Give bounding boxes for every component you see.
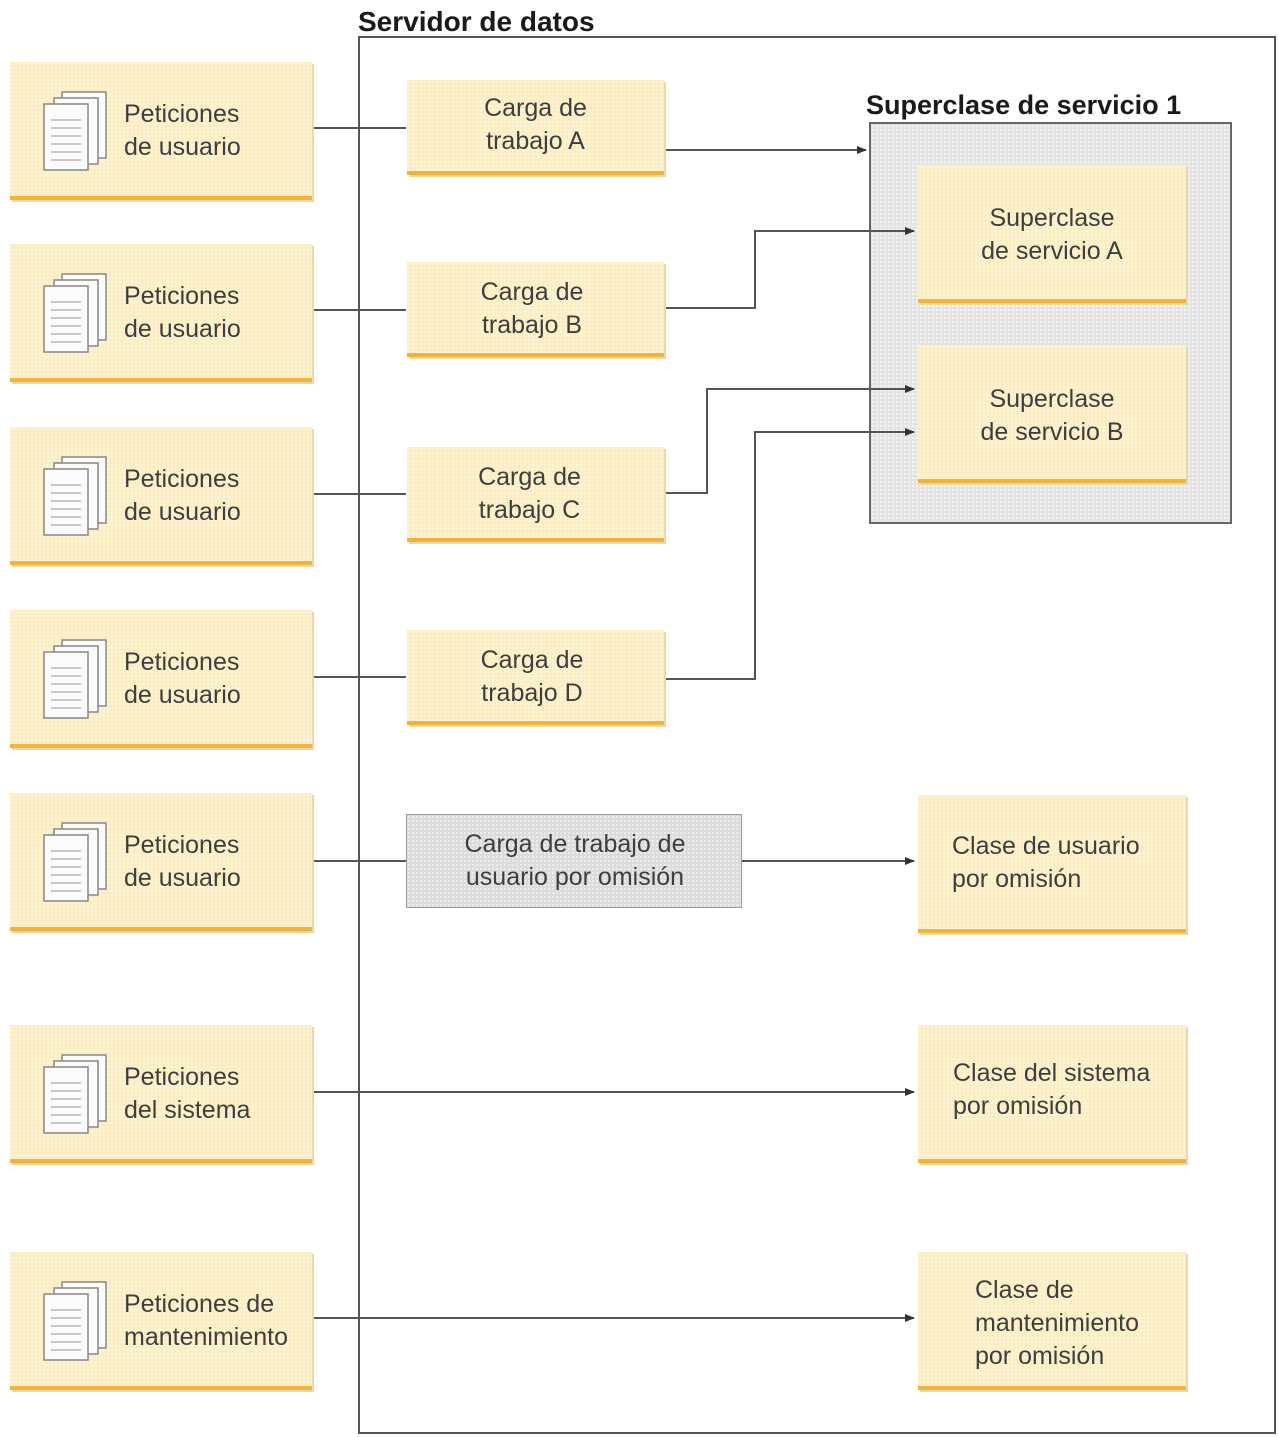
workload-label: Carga de trabajo D <box>407 644 657 710</box>
workload-label-line1: Carga de <box>478 463 581 491</box>
default-class-label: Clase del sistema por omisión <box>953 1057 1150 1123</box>
request-box-maintenance: Peticiones de mantenimiento <box>10 1252 312 1390</box>
request-label-line1: Peticiones <box>124 1063 240 1091</box>
subclass-label-line1: Superclase <box>989 385 1115 413</box>
workload-label-line2: trabajo C <box>478 496 581 524</box>
data-server-frame <box>358 36 1276 1434</box>
workload-label-line2: trabajo B <box>481 311 583 339</box>
workload-label: Carga de trabajo C <box>407 461 652 527</box>
subclass-label-line1: Superclase <box>989 204 1115 232</box>
default-class-label-line1: Clase de usuario <box>952 832 1140 860</box>
request-label-line2: de usuario <box>124 133 241 161</box>
subclass-label: Superclase de servicio A <box>918 202 1186 268</box>
subclass-label-line2: de servicio B <box>980 418 1124 446</box>
request-box-1: Peticiones de usuario <box>10 62 312 200</box>
service-superclass-title: Superclase de servicio 1 <box>866 90 1182 120</box>
request-box-4: Peticiones de usuario <box>10 610 312 748</box>
documents-icon <box>40 638 110 720</box>
workload-label-line1: Carga de trabajo de <box>464 830 686 858</box>
workload-label: Carga de trabajo B <box>407 276 657 342</box>
workload-d-box: Carga de trabajo D <box>407 630 664 725</box>
workload-b-box: Carga de trabajo B <box>407 262 664 357</box>
request-label-line2: de usuario <box>124 864 241 892</box>
request-box-2: Peticiones de usuario <box>10 244 312 382</box>
documents-icon <box>40 1280 110 1362</box>
workload-label-line1: Carga de <box>484 94 587 122</box>
workload-label-line1: Carga de <box>480 646 584 674</box>
workload-label-line2: usuario por omisión <box>465 863 685 891</box>
default-system-class-box: Clase del sistema por omisión <box>918 1025 1186 1163</box>
default-class-label-line1: Clase del sistema <box>953 1059 1151 1087</box>
workload-label-line2: trabajo A <box>486 127 585 155</box>
request-label-line1: Peticiones <box>124 648 240 676</box>
default-class-label: Clase de mantenimiento por omisión <box>975 1274 1139 1373</box>
data-server-title: Servidor de datos <box>358 6 595 37</box>
workload-label: Carga de trabajo de usuario por omisión <box>407 828 743 894</box>
default-class-label-line2: por omisión <box>952 865 1082 893</box>
wire-workload-d-to-subclass-b <box>665 428 915 680</box>
wire-workload-b-to-subclass-a <box>665 227 915 309</box>
documents-icon <box>40 821 110 903</box>
request-label-line1: Peticiones <box>124 282 240 310</box>
request-box-3: Peticiones de usuario <box>10 427 312 565</box>
subclass-label: Superclase de servicio B <box>918 383 1186 449</box>
documents-icon <box>40 272 110 354</box>
request-label-line1: Peticiones <box>124 831 240 859</box>
request-label-line1: Peticiones <box>124 465 240 493</box>
documents-icon <box>40 90 110 172</box>
documents-icon <box>40 1053 110 1135</box>
default-user-workload-box: Carga de trabajo de usuario por omisión <box>406 814 742 908</box>
workload-label-line2: trabajo D <box>481 679 583 707</box>
request-label-line2: de usuario <box>124 315 241 343</box>
request-label: Peticiones de usuario <box>124 280 241 346</box>
request-label-line2: de usuario <box>124 498 241 526</box>
request-box-5: Peticiones de usuario <box>10 793 312 931</box>
service-subclass-b-box: Superclase de servicio B <box>918 345 1186 483</box>
default-class-label-line3: por omisión <box>975 1342 1105 1370</box>
request-label: Peticiones de usuario <box>124 463 241 529</box>
default-user-class-box: Clase de usuario por omisión <box>918 795 1186 933</box>
default-class-label: Clase de usuario por omisión <box>952 830 1140 896</box>
workload-c-box: Carga de trabajo C <box>407 447 664 542</box>
request-label: Peticiones del sistema <box>124 1061 250 1127</box>
workload-a-box: Carga de trabajo A <box>407 80 664 175</box>
service-subclass-a-box: Superclase de servicio A <box>918 165 1186 303</box>
request-label-line1: Peticiones de <box>124 1290 275 1318</box>
default-class-label-line2: mantenimiento <box>975 1309 1139 1337</box>
request-label: Peticiones de usuario <box>124 646 241 712</box>
request-label-line2: mantenimiento <box>124 1323 288 1351</box>
workload-label: Carga de trabajo A <box>407 92 664 158</box>
request-label: Peticiones de usuario <box>124 829 241 895</box>
request-label-line1: Peticiones <box>124 100 240 128</box>
default-maintenance-class-box: Clase de mantenimiento por omisión <box>918 1252 1186 1390</box>
request-label-line2: del sistema <box>124 1096 251 1124</box>
subclass-label-line2: de servicio A <box>981 237 1123 265</box>
wire-workload-c-to-subclass-b <box>665 385 915 494</box>
default-class-label-line2: por omisión <box>953 1092 1083 1120</box>
request-label: Peticiones de usuario <box>124 98 241 164</box>
request-box-system: Peticiones del sistema <box>10 1025 312 1163</box>
documents-icon <box>40 455 110 537</box>
request-label-line2: de usuario <box>124 681 241 709</box>
request-label: Peticiones de mantenimiento <box>124 1288 288 1354</box>
default-class-label-line1: Clase de <box>975 1276 1074 1304</box>
workload-label-line1: Carga de <box>480 278 584 306</box>
